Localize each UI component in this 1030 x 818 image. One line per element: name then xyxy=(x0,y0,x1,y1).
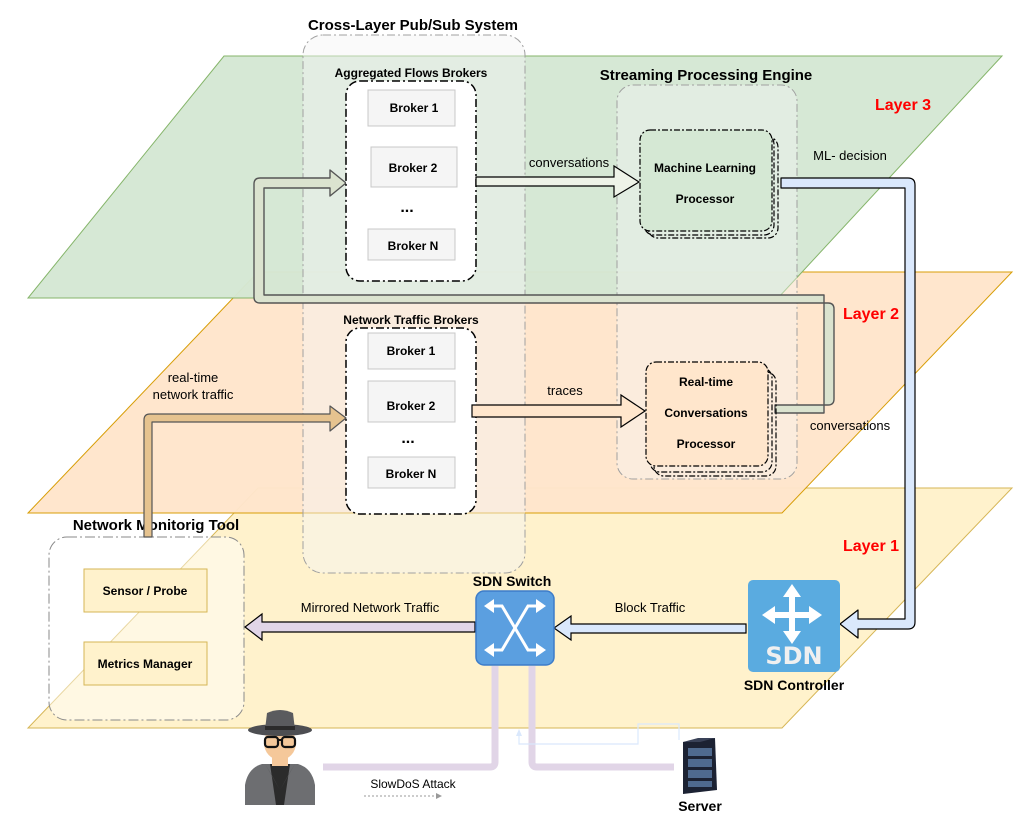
server-response-line xyxy=(518,723,680,745)
traffic-broker-n: Broker N xyxy=(367,456,456,489)
svg-text:Sensor / Probe: Sensor / Probe xyxy=(103,584,188,598)
realtime-traffic-arrow xyxy=(143,405,347,538)
sdn-controller[interactable]: SDN xyxy=(748,580,840,672)
mirrored-traffic-label: Mirrored Network Traffic xyxy=(301,600,440,615)
sdn-switch[interactable] xyxy=(475,590,555,666)
server-label: Server xyxy=(678,798,722,814)
svg-text:Processor: Processor xyxy=(677,437,736,451)
svg-text:Processor: Processor xyxy=(676,192,735,206)
slowdos-attack-arrowhead xyxy=(436,793,442,799)
server-response-arrowhead xyxy=(516,729,522,736)
ml-decision-arrow xyxy=(780,177,916,639)
sensor-probe-box: Sensor / Probe xyxy=(83,568,208,613)
aggregated-broker-n: Broker N xyxy=(367,228,456,261)
aggregated-broker-ellipsis: ... xyxy=(400,199,413,216)
mirrored-traffic-arrow xyxy=(244,612,476,642)
svg-text:Conversations: Conversations xyxy=(664,406,748,420)
layer-1-label: Layer 1 xyxy=(843,538,899,555)
conversations-processor: Real-time Conversations Processor xyxy=(645,361,777,477)
traffic-brokers-title: Network Traffic Brokers xyxy=(343,313,479,327)
sdn-four-way-arrows-icon xyxy=(762,584,822,644)
svg-text:Broker N: Broker N xyxy=(386,467,437,481)
conversations-l2-label: conversations xyxy=(810,418,891,433)
aggregated-broker-1: Broker 1 xyxy=(367,89,456,127)
traffic-broker-1: Broker 1 xyxy=(367,332,456,370)
sdn-switch-label: SDN Switch xyxy=(473,573,552,589)
svg-text:Broker 1: Broker 1 xyxy=(387,344,436,358)
layer-3-label: Layer 3 xyxy=(875,97,931,114)
conversations-feedback-arrow xyxy=(253,169,835,414)
svg-text:Broker 1: Broker 1 xyxy=(390,101,439,115)
svg-text:Machine Learning: Machine Learning xyxy=(654,161,756,175)
traces-arrow xyxy=(471,393,647,429)
streaming-engine-title: Streaming Processing Engine xyxy=(600,67,813,84)
block-traffic-arrow xyxy=(552,614,747,642)
realtime-traffic-label-line2: network traffic xyxy=(153,387,234,402)
svg-text:Broker N: Broker N xyxy=(388,239,439,253)
traffic-broker-ellipsis: ... xyxy=(401,430,414,447)
sdn-controller-label: SDN Controller xyxy=(744,677,845,693)
conversations-to-ml-arrow xyxy=(475,164,641,199)
svg-text:Broker 2: Broker 2 xyxy=(387,399,436,413)
block-traffic-label: Block Traffic xyxy=(615,600,686,615)
attacker-to-switch-link xyxy=(323,666,499,771)
monitoring-tool-title: Network Monitorig Tool xyxy=(73,517,239,534)
ml-processor: Machine Learning Processor xyxy=(639,129,779,239)
metrics-manager-box: Metrics Manager xyxy=(83,641,208,686)
conversations-l3-label: conversations xyxy=(529,155,610,170)
sdn-logo-text: SDN xyxy=(765,642,822,670)
traffic-broker-2: Broker 2 xyxy=(367,380,456,423)
aggregated-brokers-title: Aggregated Flows Brokers xyxy=(335,66,488,80)
switch-crossing-arrows-icon xyxy=(488,604,542,652)
realtime-traffic-label-line1: real-time xyxy=(168,370,219,385)
traces-label: traces xyxy=(547,383,583,398)
ml-decision-label: ML- decision xyxy=(813,148,887,163)
server-to-switch-link xyxy=(528,666,674,771)
svg-text:Metrics Manager: Metrics Manager xyxy=(98,657,193,671)
monitoring-tool-container xyxy=(48,536,245,721)
server-icon xyxy=(683,738,717,794)
svg-text:Real-time: Real-time xyxy=(679,375,733,389)
layer-2-label: Layer 2 xyxy=(843,306,899,323)
pubsub-system-title: Cross-Layer Pub/Sub System xyxy=(308,17,518,34)
aggregated-broker-2: Broker 2 xyxy=(370,146,458,188)
attacker-icon xyxy=(245,710,315,805)
svg-text:Broker 2: Broker 2 xyxy=(389,161,438,175)
slowdos-attack-label: SlowDoS Attack xyxy=(370,777,456,791)
